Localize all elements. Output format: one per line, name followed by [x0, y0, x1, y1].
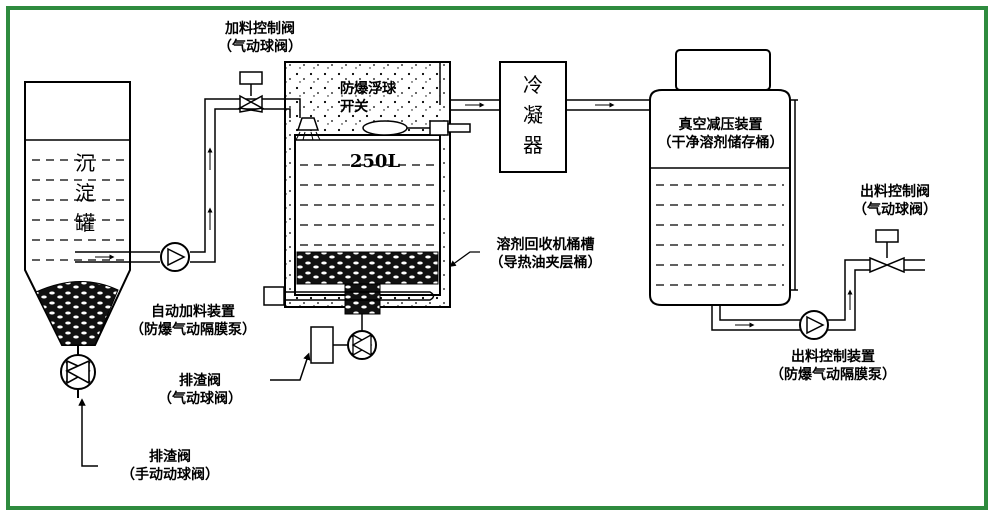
sediment-liquid-dashes [32, 159, 125, 261]
feed-valve-title: 加料控制阀 [225, 21, 295, 37]
float-switch-line1: 防爆浮球 [340, 81, 396, 97]
recovery-leader [449, 251, 480, 267]
manual-slag-valve-label: 排渣阀 （手动动球阀） [100, 448, 240, 484]
volume-label: 250L [349, 151, 401, 172]
condenser-label: 冷 凝 器 [518, 70, 548, 160]
feed-pump-title: 自动加料装置 [151, 304, 235, 320]
manual-slag-leader [78, 398, 98, 467]
float-switch-icon[interactable] [362, 120, 471, 136]
float-switch-label: 防爆浮球 开关 [340, 80, 420, 116]
vapor-pipe [439, 62, 650, 111]
heat-jacket-coil [263, 286, 435, 306]
condenser-char-1: 冷 [523, 73, 543, 97]
feed-control-valve-icon[interactable] [237, 71, 265, 113]
pneumatic-slag-valve-icon[interactable] [310, 314, 377, 364]
outlet-pump-title: 出料控制装置 [791, 349, 875, 365]
sediment-tank-label: 沉 淀 罐 [70, 148, 100, 238]
condenser-box [499, 61, 567, 173]
sediment-tank [24, 81, 131, 355]
storage-tank [649, 49, 798, 306]
pneumatic-slag-valve-label: 排渣阀 （气动球阀） [130, 372, 270, 408]
feed-valve-sub: （气动球阀） [218, 39, 302, 55]
manual-slag-title: 排渣阀 [149, 449, 191, 465]
outlet-pump-sub: （防爆气动隔膜泵） [770, 367, 896, 383]
feed-pump-sub: （防爆气动隔膜泵） [130, 322, 256, 338]
recovery-liquid-dashes [300, 164, 436, 246]
feed-pump-label: 自动加料装置 （防爆气动隔膜泵） [118, 303, 268, 339]
outlet-valve-label: 出料控制阀 （气动球阀） [840, 183, 950, 219]
feed-pump-icon[interactable] [160, 242, 190, 272]
storage-liquid-dashes [656, 184, 784, 286]
condenser-char-3: 器 [523, 133, 543, 157]
recovery-title: 溶剂回收机桶槽 [496, 237, 595, 253]
outlet-valve-sub: （气动球阀） [853, 202, 937, 218]
outlet-pipe [711, 259, 925, 331]
float-switch-line2: 开关 [340, 99, 368, 115]
sediment-char-2: 淀 [75, 181, 95, 205]
diagram-frame [6, 6, 988, 510]
outlet-valve-title: 出料控制阀 [860, 184, 930, 200]
sediment-char-3: 罐 [75, 211, 95, 235]
recovery-sub: （导热油夹层桶） [489, 255, 602, 271]
manual-slag-valve-icon[interactable] [60, 354, 96, 390]
sediment-char-1: 沉 [75, 151, 95, 175]
condenser-char-2: 凝 [523, 103, 543, 127]
feed-valve-label: 加料控制阀 （气动球阀） [210, 20, 310, 56]
recovery-tank [284, 61, 451, 315]
pneumatic-slag-title: 排渣阀 [179, 373, 221, 389]
recovery-tank-label: 溶剂回收机桶槽 （导热油夹层桶） [478, 236, 613, 272]
outlet-pump-icon[interactable] [799, 310, 829, 340]
pneumatic-slag-sub: （气动球阀） [158, 391, 242, 407]
storage-title: 真空减压装置 [678, 117, 763, 133]
outlet-control-valve-icon[interactable] [869, 229, 905, 274]
storage-tank-label: 真空减压装置 （干净溶剂储存桶） [648, 116, 793, 152]
outlet-pump-label: 出料控制装置 （防爆气动隔膜泵） [758, 348, 908, 384]
pneumatic-slag-leader [270, 352, 311, 381]
manual-slag-sub: （手动动球阀） [121, 467, 219, 483]
storage-sub: （干净溶剂储存桶） [657, 135, 784, 151]
